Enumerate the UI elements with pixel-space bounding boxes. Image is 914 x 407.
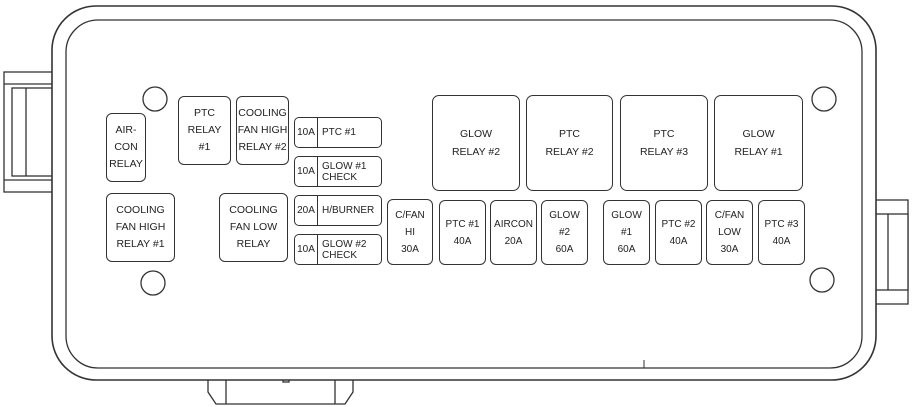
mounting-hole: [811, 86, 837, 112]
relay-cooling-fan-high-2: COOLING FAN HIGH RELAY #2: [236, 96, 289, 165]
fuse-ptc-1: PTC #1 40A: [439, 200, 486, 265]
fuse-glow-2: GLOW #2 60A: [541, 200, 588, 265]
fuse-ptc-3: PTC #3 40A: [758, 200, 805, 265]
relay-ptc-1: PTC RELAY #1: [178, 96, 231, 165]
fuse-cfan-low: C/FAN LOW 30A: [706, 200, 753, 265]
fuse-ptc-2: PTC #2 40A: [655, 200, 702, 265]
relay-glow-2: GLOW RELAY #2: [432, 95, 520, 191]
relay-ptc-2: PTC RELAY #2: [526, 95, 613, 191]
relay-glow-1: GLOW RELAY #1: [714, 95, 803, 191]
fuse-label: PTC #1: [322, 127, 356, 138]
housing-inner: [65, 19, 863, 369]
mounting-hole: [140, 270, 166, 296]
relay-cooling-fan-low: COOLING FAN LOW RELAY: [219, 193, 288, 262]
fuse-rating: 10A: [295, 118, 318, 147]
left-connector: [3, 71, 57, 193]
fuse-label: GLOW #1 CHECK: [322, 160, 367, 183]
mini-fuse-h-burner: 20A H/BURNER: [294, 195, 382, 226]
fuse-aircon: AIRCON 20A: [490, 200, 537, 265]
fuse-glow-1: GLOW #1 60A: [603, 200, 650, 265]
fuse-rating: 20A: [295, 196, 318, 225]
relay-ptc-3: PTC RELAY #3: [620, 95, 708, 191]
mounting-hole: [142, 86, 168, 112]
mini-fuse-glow-2-check: 10A GLOW #2 CHECK: [294, 234, 382, 265]
fuse-label: GLOW #2 CHECK: [322, 238, 367, 261]
fuse-label: H/BURNER: [322, 205, 375, 216]
mounting-hole: [809, 267, 835, 293]
fuse-rating: 10A: [295, 235, 318, 264]
relay-aircon: AIR- CON RELAY: [106, 113, 146, 182]
fuse-rating: 10A: [295, 157, 318, 186]
mini-fuse-glow-1-check: 10A GLOW #1 CHECK: [294, 156, 382, 187]
fuse-cfan-hi: C/FAN HI 30A: [387, 199, 433, 265]
relay-cooling-fan-high-1: COOLING FAN HIGH RELAY #1: [106, 193, 175, 262]
mini-fuse-ptc-1: 10A PTC #1: [294, 117, 382, 148]
